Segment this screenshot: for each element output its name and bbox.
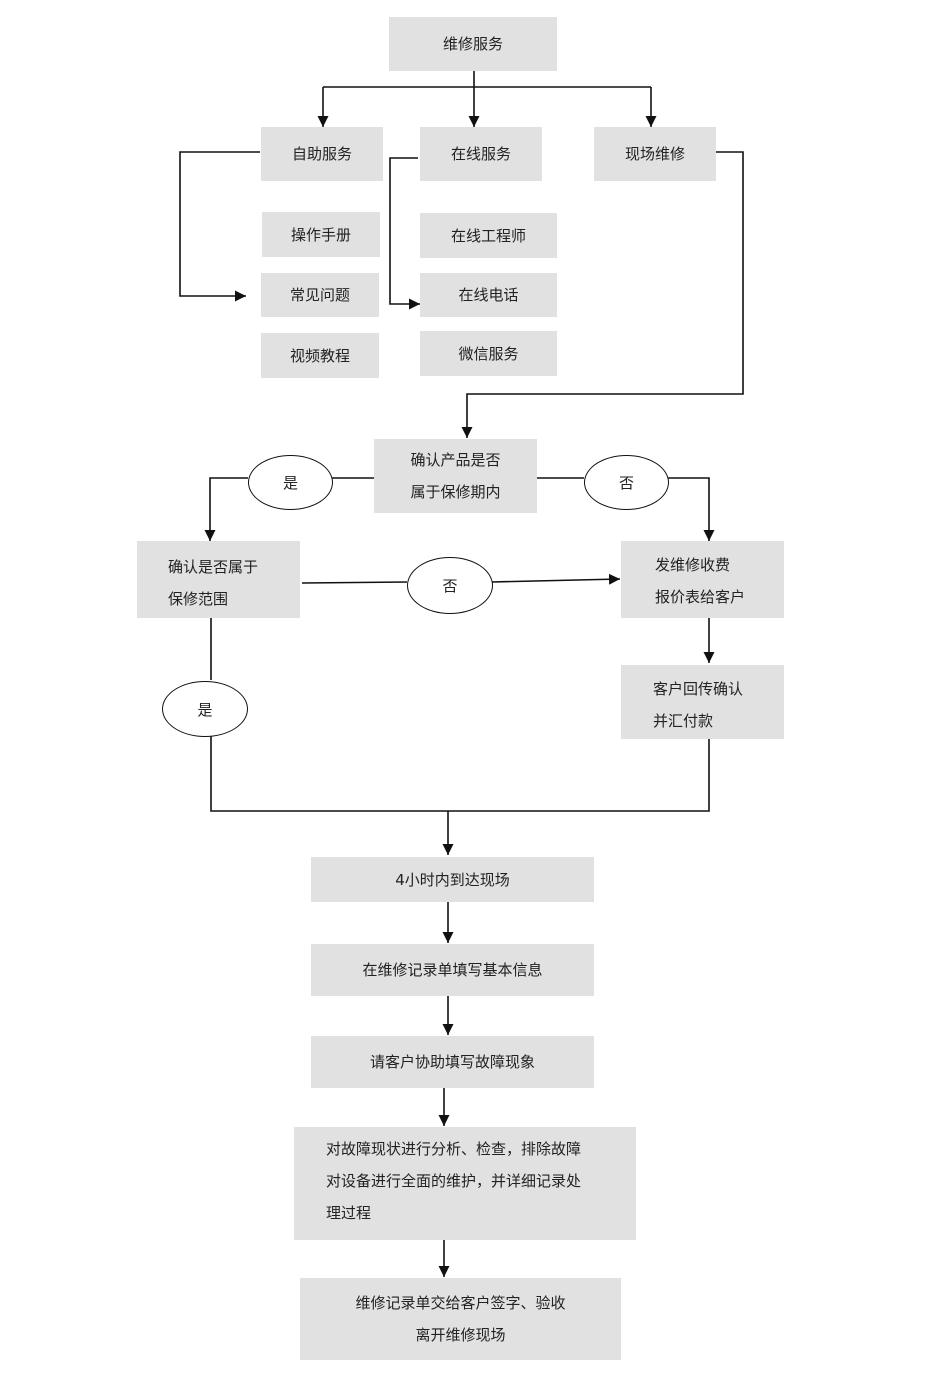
node-label-line: 对故障现状进行分析、检查，排除故障 <box>326 1140 582 1158</box>
node-onsite-repair: 现场维修 <box>594 127 716 181</box>
node-label: 在维修记录单填写基本信息 <box>362 961 543 979</box>
arrow-yes-to-scope <box>204 477 248 541</box>
decision-yes-left: 是 <box>248 455 333 510</box>
node-label: 在线工程师 <box>450 226 526 245</box>
node-repair-service: 维修服务 <box>389 17 557 71</box>
node-online-engineer: 在线工程师 <box>420 213 557 258</box>
node-label-line: 理过程 <box>326 1204 372 1222</box>
decision-label: 是 <box>282 474 298 492</box>
node-label: 视频教程 <box>289 346 350 365</box>
node-label: 微信服务 <box>458 344 519 363</box>
node-confirm-warranty-period: 确认产品是否 属于保修期内 <box>374 439 537 513</box>
decision-yes-bottom: 是 <box>162 681 248 737</box>
node-video-tutorial: 视频教程 <box>261 333 379 378</box>
arrow-self-to-faq <box>179 151 260 302</box>
node-label: 常见问题 <box>289 286 350 304</box>
node-fill-fault-description: 请客户协助填写故障现象 <box>311 1036 594 1088</box>
node-label-line: 属于保修期内 <box>410 483 501 501</box>
node-manual: 操作手册 <box>262 212 380 257</box>
decision-no-right: 否 <box>584 455 669 510</box>
merge-right-line <box>448 739 710 812</box>
decision-label: 否 <box>442 577 458 595</box>
node-label-line: 报价表给客户 <box>655 588 746 606</box>
node-self-service: 自助服务 <box>261 127 383 181</box>
node-label: 请客户协助填写故障现象 <box>369 1053 535 1071</box>
node-label: 在线电话 <box>458 286 519 304</box>
node-label-line: 确认是否属于 <box>168 558 259 576</box>
node-label-line: 对设备进行全面的维护，并详细记录处 <box>326 1172 582 1190</box>
node-faq: 常见问题 <box>261 273 379 317</box>
decision-label: 是 <box>197 700 213 719</box>
decision-label: 否 <box>618 474 634 492</box>
node-label-line: 确认产品是否 <box>410 451 501 469</box>
node-arrive-onsite: 4小时内到达现场 <box>311 857 594 902</box>
arrow-online-to-phone <box>389 157 420 310</box>
node-label: 在线服务 <box>450 145 511 163</box>
node-wechat-service: 微信服务 <box>420 331 557 376</box>
node-fill-record-form: 在维修记录单填写基本信息 <box>311 944 594 996</box>
node-send-quote: 发维修收费 报价表给客户 <box>621 541 784 618</box>
node-label-line: 发维修收费 <box>655 556 731 574</box>
arrow-no-to-quote-middle <box>491 573 621 585</box>
merge-left-line <box>210 736 448 812</box>
arrow-no-to-quote <box>668 477 715 541</box>
line-scope-to-no <box>301 581 408 584</box>
node-label: 4小时内到达现场 <box>395 870 510 889</box>
arrow-onsite-to-confirm <box>461 151 744 438</box>
node-label: 操作手册 <box>290 225 351 244</box>
node-label-line: 维修记录单交给客户签字、验收 <box>355 1294 566 1312</box>
node-label-line: 保修范围 <box>168 590 229 608</box>
node-sign-off-and-leave: 维修记录单交给客户签字、验收 离开维修现场 <box>300 1278 621 1360</box>
node-label: 维修服务 <box>442 35 503 53</box>
node-label-line: 离开维修现场 <box>415 1326 506 1344</box>
node-confirm-warranty-scope: 确认是否属于 保修范围 <box>137 541 300 618</box>
node-online-phone: 在线电话 <box>420 273 557 317</box>
decision-no-middle: 否 <box>407 557 493 614</box>
node-customer-confirm-payment: 客户回传确认 并汇付款 <box>621 665 784 739</box>
node-label: 自助服务 <box>291 145 352 163</box>
node-online-service: 在线服务 <box>420 127 542 181</box>
node-analyze-and-repair: 对故障现状进行分析、检查，排除故障 对设备进行全面的维护，并详细记录处 理过程 <box>294 1127 636 1240</box>
node-label-line: 客户回传确认 <box>653 680 744 698</box>
node-label-line: 并汇付款 <box>653 712 714 730</box>
node-label: 现场维修 <box>624 145 685 163</box>
